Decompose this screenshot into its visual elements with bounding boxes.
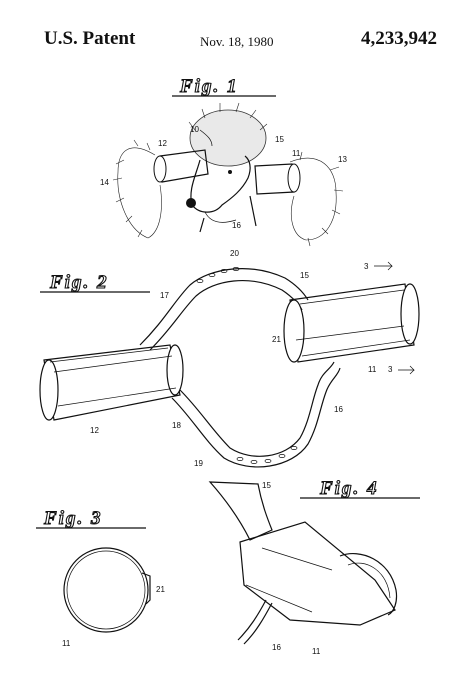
- fig1-label: Fig. 1: [179, 76, 238, 97]
- tube-11: [239, 521, 396, 626]
- svg-text:19: 19: [194, 459, 203, 468]
- svg-text:15: 15: [275, 135, 284, 144]
- svg-text:16: 16: [334, 405, 343, 414]
- figure-3: Fig. 3 21 11: [36, 507, 165, 648]
- svg-text:15: 15: [300, 271, 309, 280]
- svg-text:11: 11: [368, 365, 377, 374]
- svg-text:11: 11: [62, 639, 71, 648]
- svg-text:10: 10: [190, 125, 199, 134]
- patent-date: Nov. 18, 1980: [200, 34, 274, 49]
- svg-text:12: 12: [90, 426, 99, 435]
- svg-text:12: 12: [158, 139, 167, 148]
- tube-cross-section: [63, 547, 149, 633]
- svg-text:17: 17: [160, 291, 169, 300]
- patent-number: 4,233,942: [361, 28, 437, 49]
- patent-label: U.S. Patent: [44, 28, 136, 49]
- left-tube: 12: [39, 344, 184, 435]
- svg-text:16: 16: [232, 221, 241, 230]
- strap-holes-top: [196, 267, 240, 283]
- svg-text:11: 11: [312, 647, 321, 656]
- svg-text:16: 16: [272, 643, 281, 652]
- svg-text:3: 3: [364, 262, 369, 271]
- poodle-head-illustration: 10: [186, 102, 268, 233]
- left-tube-with-ear: 12 14: [100, 139, 209, 239]
- figure-1: Fig. 1 10 12 14: [100, 75, 347, 247]
- right-tube: 21 11 3 3: [272, 261, 420, 375]
- figure-2: Fig. 2 20 17 15 18 19 16: [39, 249, 420, 468]
- svg-text:18: 18: [172, 421, 181, 430]
- fig2-label: Fig. 2: [49, 272, 108, 293]
- svg-text:21: 21: [272, 335, 281, 344]
- strap-holes-bottom: [236, 446, 298, 464]
- svg-text:21: 21: [156, 585, 165, 594]
- figure-4: Fig. 4 15 16 11: [208, 477, 420, 656]
- strap-15: [208, 481, 273, 541]
- svg-text:3: 3: [388, 365, 393, 374]
- strap-16: [237, 599, 273, 645]
- svg-text:13: 13: [338, 155, 347, 164]
- fig3-label: Fig. 3: [43, 508, 102, 529]
- fig4-label: Fig. 4: [319, 478, 378, 499]
- svg-text:20: 20: [230, 249, 239, 258]
- right-tube-with-ear: 15 11 13 16: [232, 135, 347, 247]
- svg-text:14: 14: [100, 178, 109, 187]
- svg-text:15: 15: [262, 481, 271, 490]
- svg-text:11: 11: [292, 149, 301, 158]
